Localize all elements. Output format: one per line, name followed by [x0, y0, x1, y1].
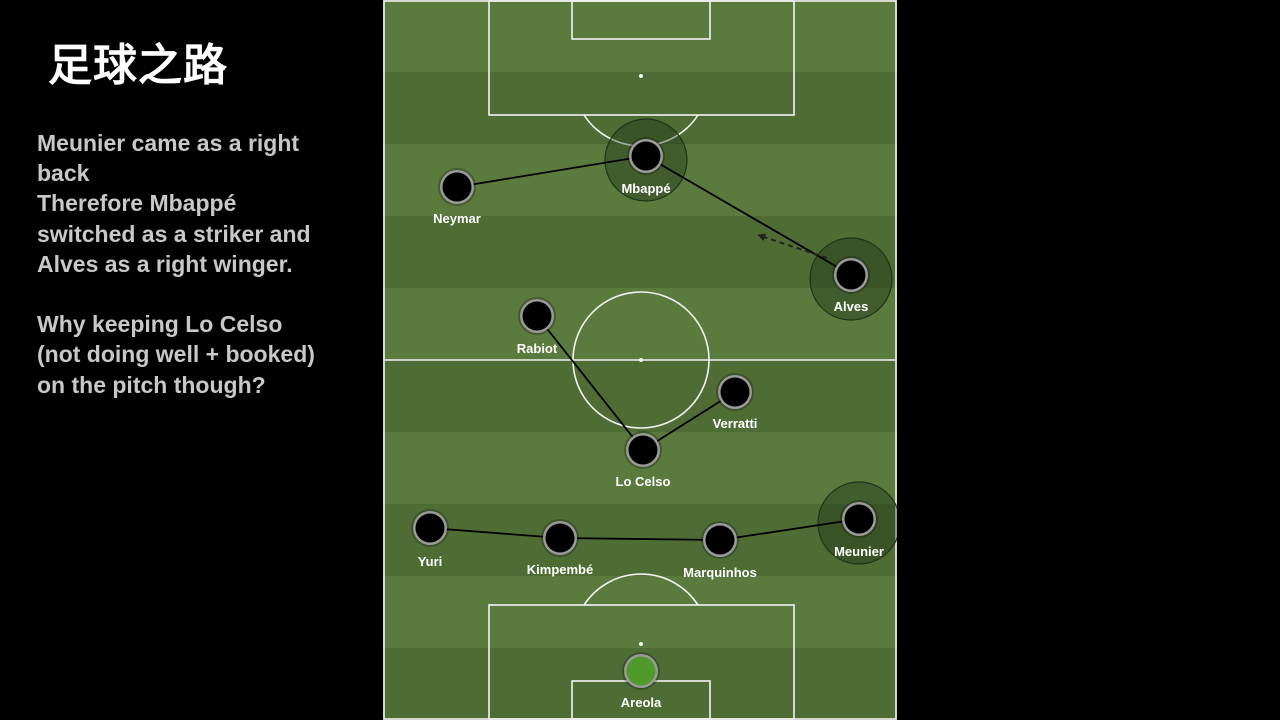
player-areola[interactable]: Areola: [621, 652, 662, 710]
player-name-label: Rabiot: [517, 341, 558, 356]
player-neymar[interactable]: Neymar: [433, 168, 481, 226]
player-marker[interactable]: [628, 435, 658, 465]
player-alves[interactable]: Alves: [832, 256, 870, 314]
player-marker[interactable]: [631, 141, 661, 171]
commentary-line: on the pitch though?: [37, 371, 266, 398]
player-name-label: Kimpembé: [527, 562, 593, 577]
commentary-line: Why keeping Lo Celso: [37, 311, 283, 338]
player-marker[interactable]: [442, 172, 472, 202]
top-goal-area: [571, 0, 711, 40]
player-name-label: Meunier: [834, 544, 884, 559]
player-marker[interactable]: [705, 525, 735, 555]
bottom-penalty-spot: [639, 642, 643, 646]
commentary-line: back: [37, 160, 90, 187]
player-meunier[interactable]: Meunier: [834, 500, 884, 559]
movement-arrow: [757, 233, 828, 259]
grass-stripe: [383, 288, 897, 360]
top-penalty-spot: [639, 74, 643, 78]
player-name-label: Lo Celso: [616, 474, 671, 489]
grass-stripes: [383, 0, 897, 720]
commentary-line: Therefore Mbappé: [37, 190, 237, 217]
connector-rabiot-lo-celso: [536, 315, 644, 451]
player-marker[interactable]: [415, 513, 445, 543]
player-verratti[interactable]: Verratti: [713, 373, 758, 431]
pitch-markings: [383, 0, 897, 720]
grass-stripe: [383, 0, 897, 72]
commentary-line: switched as a striker and: [37, 220, 311, 247]
player-kimpembe[interactable]: Kimpembé: [527, 519, 593, 577]
player-marker[interactable]: [626, 656, 656, 686]
player-connectors: [429, 155, 860, 541]
player-name-label: Areola: [621, 695, 662, 710]
connector-lo-celso-verratti: [642, 391, 736, 451]
player-lo-celso[interactable]: Lo Celso: [616, 431, 671, 489]
connector-yuri-kimpembe: [429, 527, 561, 539]
player-name-label: Verratti: [713, 416, 758, 431]
connector-neymar-mbappe: [456, 155, 647, 188]
player-mbappe[interactable]: Mbappé: [621, 137, 671, 196]
player-name-label: Alves: [834, 299, 869, 314]
player-name-label: Marquinhos: [683, 565, 757, 580]
player-marquinhos[interactable]: Marquinhos: [683, 521, 757, 580]
player-name-label: Yuri: [418, 554, 443, 569]
commentary-line: [37, 279, 357, 309]
grass-stripe: [383, 504, 897, 576]
commentary-line: Alves as a right winger.: [37, 250, 293, 277]
commentary-text: Meunier came as a right back Therefore M…: [37, 128, 357, 400]
centre-circle: [572, 291, 710, 429]
player-name-label: Mbappé: [621, 181, 670, 196]
commentary-line: (not doing well + booked): [37, 341, 315, 368]
player-marker[interactable]: [844, 504, 874, 534]
grass-stripe: [383, 72, 897, 144]
player-name-label: Neymar: [433, 211, 481, 226]
grass-stripe: [383, 360, 897, 432]
player-yuri[interactable]: Yuri: [411, 509, 449, 569]
connector-kimpembe-marquinhos: [559, 537, 721, 541]
player-rabiot[interactable]: Rabiot: [517, 297, 558, 356]
brand-title: 足球之路: [48, 40, 228, 91]
bottom-penalty-arc: [583, 573, 699, 606]
player-marker[interactable]: [545, 523, 575, 553]
player-marker[interactable]: [836, 260, 866, 290]
player-marker[interactable]: [522, 301, 552, 331]
grass-stripe: [383, 576, 897, 648]
centre-spot: [639, 358, 643, 362]
player-marker[interactable]: [720, 377, 750, 407]
connector-marquinhos-meunier: [719, 518, 860, 541]
commentary-line: Meunier came as a right: [37, 130, 300, 156]
